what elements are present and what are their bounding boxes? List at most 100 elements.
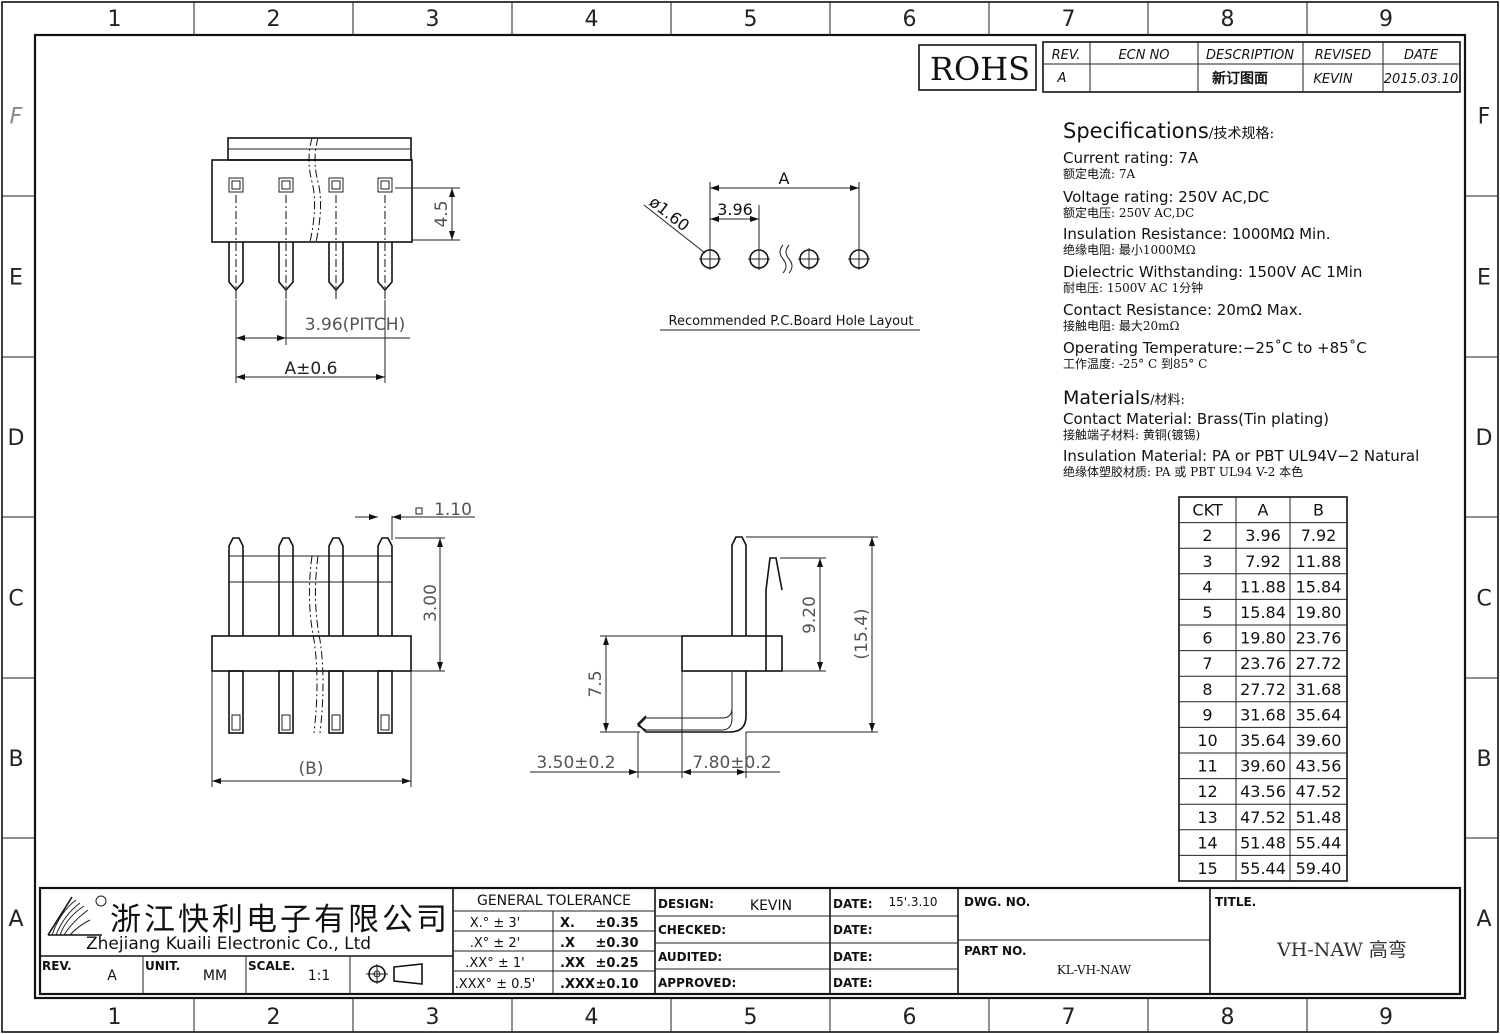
spec-cn: 额定电流: 7A [1063,166,1135,181]
grid-col-label: 3 [426,7,440,32]
title-block: 浙江快利电子有限公司 Zhejiang Kuaili Electronic Co… [38,886,1462,996]
ckt-cell: 14 [1197,833,1217,852]
spec-en: Dielectric Withstanding: 1500V AC 1Min [1063,263,1362,281]
ckt-cell: 7 [1202,654,1212,673]
description-value: 新订图面 [1212,70,1268,87]
revised-header: REVISED [1315,48,1371,63]
ckt-cell: 2 [1202,526,1212,545]
material-en: Contact Material: Brass(Tin plating) [1063,410,1329,428]
tolerance-value: ±0.35 [596,916,639,931]
tolerance-angle: X.° ± 3' [470,916,521,931]
grid-col-label: 3 [426,1005,440,1030]
ckt-cell: 35.64 [1240,731,1286,750]
description-header: DESCRIPTION [1206,48,1294,63]
ckt-cell: 27.72 [1296,654,1342,673]
grid-col-label: 1 [108,7,122,32]
dim-b: (B) [299,759,324,779]
specifications: Specifications/技术规格: Current rating: 7A额… [1063,119,1419,479]
tolerance-angle: .X° ± 2' [470,936,521,951]
grid-row-label: F [10,105,23,130]
grid-col-label: 8 [1221,7,1235,32]
rev-header: REV. [1052,48,1081,63]
rohs-label: ROHS [930,50,1030,88]
scale-value: 1:1 [308,968,331,984]
ckt-cell: 7.92 [1245,552,1281,571]
spec-en: Operating Temperature:−25˚C to +85˚C [1063,339,1367,357]
date-label-1: DATE: [833,897,873,911]
grid-col-label: 2 [267,7,281,32]
ckt-cell: 19.80 [1240,629,1286,648]
ckt-cell: 47.52 [1296,782,1342,801]
dim-a-tol: A±0.6 [285,359,338,379]
grid-col-label: 9 [1379,7,1393,32]
ckt-header: B [1313,501,1324,520]
ckt-cell: 59.40 [1296,859,1342,878]
grid-row-label: B [8,747,23,772]
company-name-en: Zhejiang Kuaili Electronic Co., Ltd [86,934,371,954]
ckt-cell: 51.48 [1296,808,1342,827]
unit-value: MM [203,968,227,984]
ckt-cell: 47.52 [1240,808,1286,827]
dim-1-10: 1.10 [434,500,472,520]
grid-col-label: 9 [1379,1005,1393,1030]
company-name-cn: 浙江快利电子有限公司 [110,902,450,938]
grid-col-label: 6 [903,7,917,32]
grid-col-label: 5 [744,1005,758,1030]
grid-col-label: 7 [1062,7,1076,32]
ckt-cell: 11.88 [1296,552,1342,571]
grid-col-label: 6 [903,1005,917,1030]
ckt-cell: 10 [1197,731,1217,750]
grid-row-label: D [1476,426,1493,451]
hole-dim-a: A [779,169,790,188]
material-cn: 绝缘体塑胶材质: PA 或 PBT UL94 V-2 本色 [1063,464,1303,479]
tolerance-value: ±0.25 [596,956,639,971]
tolerance-decimal: .XX [560,956,585,971]
grid-col-label: 2 [267,1005,281,1030]
spec-cn: 工作温度: -25° C 到85° C [1063,356,1207,371]
projection-symbol-icon [366,963,423,985]
spec-cn: 绝缘电阻: 最小1000MΩ [1063,242,1196,257]
grid-col-label: 4 [585,1005,599,1030]
scale-label: SCALE. [248,959,295,973]
ckt-cell: 6 [1202,629,1212,648]
ecn-header: ECN NO [1118,48,1169,63]
grid-row-label: A [1476,907,1491,932]
approved-label: APPROVED: [658,976,736,990]
inner-border [33,33,1467,1000]
grid-row-label: B [1476,747,1491,772]
dim-4-5: 4.5 [432,200,452,227]
part-value: KL-VH-NAW [1057,963,1132,977]
spec-cn: 耐电压: 1500V AC 1分钟 [1063,280,1203,295]
ckt-cell: 15.84 [1240,603,1286,622]
dim-pitch: 3.96(PITCH) [305,315,405,335]
ckt-header: CKT [1192,501,1222,520]
ckt-cell: 3.96 [1245,526,1281,545]
ckt-cell: 12 [1197,782,1217,801]
grid-col-label: 8 [1221,1005,1235,1030]
grid-row-label: E [1477,266,1491,291]
tolerance-angle: .XXX° ± 0.5' [455,977,536,992]
ckt-cell: 11 [1197,757,1217,776]
rev-value: A [1057,71,1067,86]
ckt-cell: 31.68 [1296,680,1342,699]
grid-row-label: C [8,587,23,612]
material-en: Insulation Material: PA or PBT UL94V−2 N… [1063,447,1419,465]
grid-row-label: D [8,426,25,451]
rev-value-block: A [107,968,117,984]
side-view: 9.20 (15.4) 7.5 3.50±0.2 7.80±0.2 [530,536,878,778]
ckt-cell: 23.76 [1240,654,1286,673]
ckt-cell: 7.92 [1301,526,1337,545]
title-value: VH-NAW 高弯 [1276,939,1407,961]
unit-label: UNIT. [145,959,180,973]
tolerance-decimal: .X [560,936,575,951]
ckt-cell: 43.56 [1296,757,1342,776]
tolerance-value: ±0.30 [596,936,639,951]
spec-en: Current rating: 7A [1063,149,1199,167]
specs-title: Specifications/技术规格: [1063,119,1274,143]
ckt-cell: 55.44 [1240,859,1286,878]
ckt-cell: 9 [1202,705,1212,724]
ckt-cell: 27.72 [1240,680,1286,699]
